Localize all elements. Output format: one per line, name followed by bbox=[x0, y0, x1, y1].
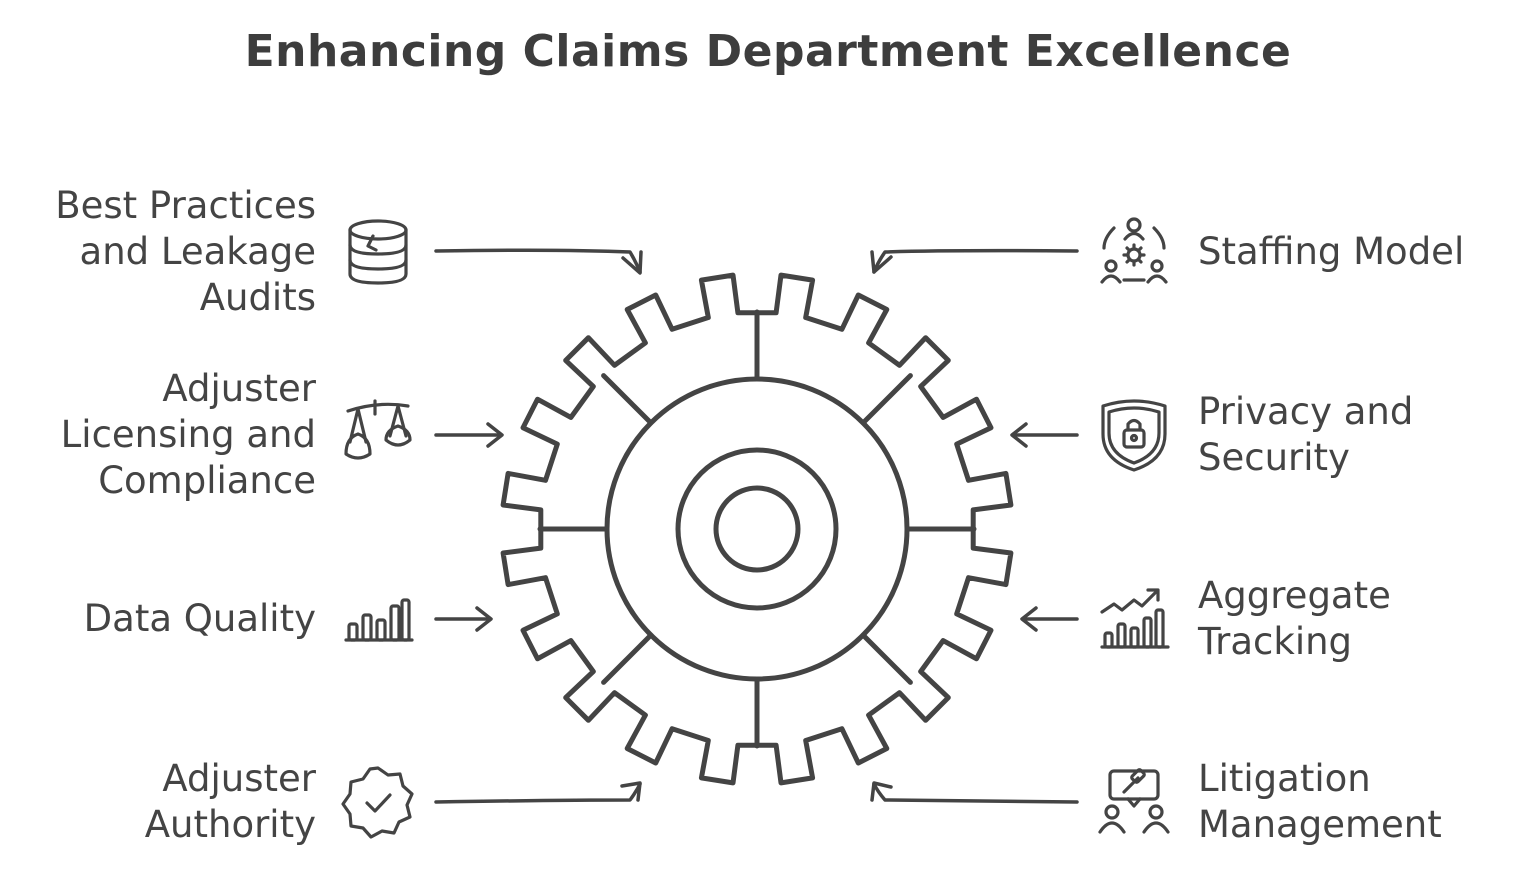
label-line: Adjuster bbox=[162, 757, 316, 800]
arrow-data-quality bbox=[434, 606, 493, 632]
bar-chart-icon bbox=[344, 598, 414, 642]
database-icon bbox=[348, 219, 408, 285]
label-line: Privacy and bbox=[1198, 390, 1414, 433]
label-litigation-management: Litigation Management bbox=[1198, 756, 1442, 848]
label-aggregate-tracking: Aggregate Tracking bbox=[1198, 573, 1391, 665]
verified-badge-icon bbox=[341, 766, 414, 839]
label-line: Adjuster bbox=[162, 367, 316, 410]
label-privacy-security: Privacy and Security bbox=[1198, 389, 1413, 481]
label-line: Staffing Model bbox=[1198, 230, 1465, 273]
arrow-aggregate-tracking bbox=[1020, 606, 1079, 632]
label-line: Licensing and bbox=[60, 413, 316, 456]
gear-spokes bbox=[537, 309, 977, 749]
gear-spoke bbox=[860, 373, 913, 426]
trend-chart-icon bbox=[1100, 588, 1170, 649]
gavel-people-icon bbox=[1098, 768, 1170, 834]
label-line: Data Quality bbox=[83, 597, 316, 640]
label-line: Best Practices bbox=[55, 184, 316, 227]
label-line: Authority bbox=[144, 803, 316, 846]
label-line: and Leakage bbox=[79, 230, 316, 273]
label-line: Management bbox=[1198, 803, 1442, 846]
gear-outline bbox=[500, 272, 1014, 786]
shield-lock-icon bbox=[1101, 399, 1167, 472]
arrow-privacy-security bbox=[1010, 422, 1079, 448]
gear-hub-outer bbox=[675, 447, 839, 611]
gear-spoke bbox=[601, 373, 654, 426]
diagram-title: Enhancing Claims Department Excellence bbox=[244, 26, 1292, 77]
label-adjuster-authority: Adjuster Authority bbox=[145, 756, 316, 848]
arrow-best-practices bbox=[434, 248, 643, 275]
gear-spoke bbox=[860, 632, 913, 685]
label-staffing-model: Staffing Model bbox=[1198, 229, 1464, 275]
arrow-adjuster-authority bbox=[434, 781, 642, 804]
label-line: Audits bbox=[199, 276, 316, 319]
label-best-practices: Best Practices and Leakage Audits bbox=[55, 183, 316, 321]
arrow-litigation-management bbox=[870, 781, 1079, 804]
gear-spoke bbox=[601, 632, 654, 685]
arrow-adjuster-licensing bbox=[434, 422, 504, 448]
team-cycle-icon bbox=[1100, 217, 1168, 284]
label-adjuster-licensing: Adjuster Licensing and Compliance bbox=[61, 366, 316, 504]
label-line: Compliance bbox=[98, 459, 316, 502]
scales-icon bbox=[344, 399, 412, 460]
arrow-staffing-model bbox=[870, 248, 1079, 274]
label-data-quality: Data Quality bbox=[84, 596, 316, 642]
label-line: Litigation bbox=[1198, 757, 1371, 800]
label-line: Tracking bbox=[1198, 620, 1353, 663]
label-line: Aggregate bbox=[1198, 574, 1391, 617]
gear-hub-inner bbox=[713, 485, 801, 573]
label-line: Security bbox=[1198, 436, 1350, 479]
gear-icon bbox=[500, 272, 1014, 786]
